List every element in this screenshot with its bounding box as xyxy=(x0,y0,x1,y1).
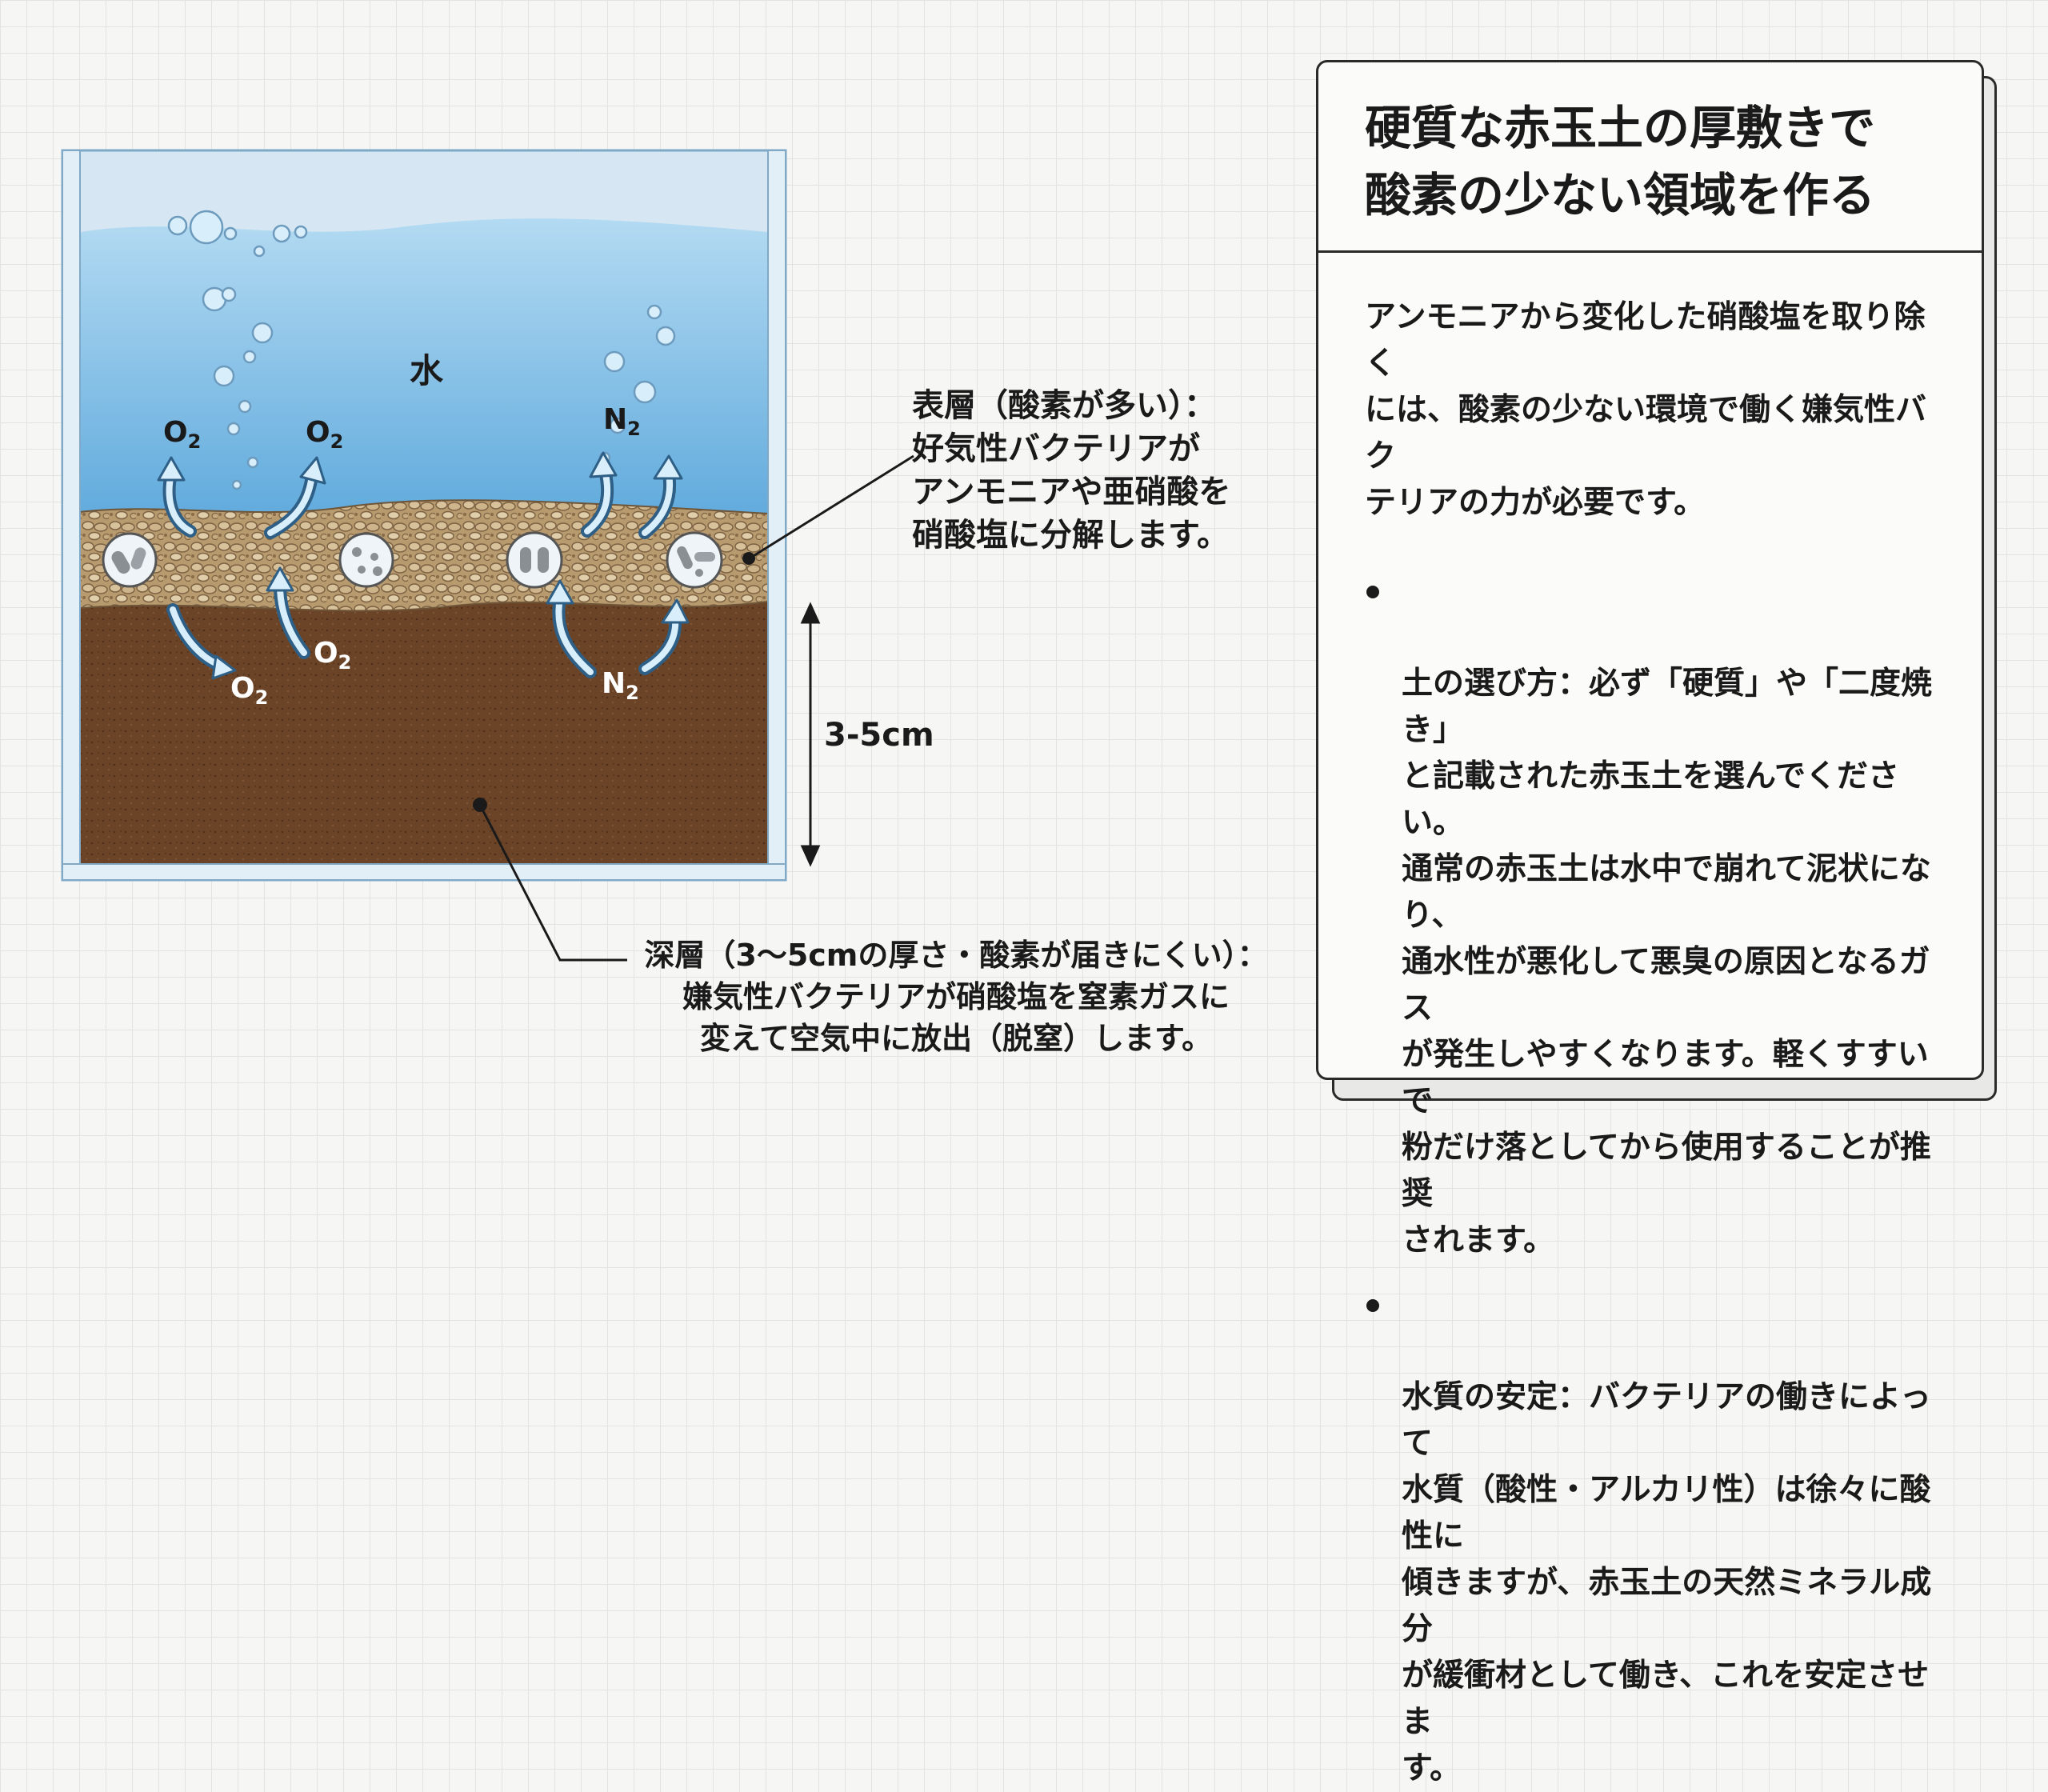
gas-label-o2-up-right: O2 xyxy=(306,416,344,453)
thickness-label: 3-5cm xyxy=(824,717,934,754)
bacteria-group xyxy=(102,531,723,589)
surface-layer-callout: 表層（酸素が多い）： 好気性バクテリアが アンモニアや亜硝酸を 硝酸塩に分解しま… xyxy=(912,387,1231,554)
bullet-dot-icon xyxy=(1366,1299,1379,1312)
card-intro: アンモニアから変化した硝酸塩を取り除く には、酸素の少ない環境で働く嫌気性バク … xyxy=(1365,299,1927,521)
bacteria-icon-3 xyxy=(506,531,563,589)
water xyxy=(80,218,768,528)
bullet-soil-selection: 土の選び方：必ず「硬質」や「二度焼き」 と記載された赤玉土を選んでください。 通… xyxy=(1365,568,1950,1264)
tank-inner-wall-left xyxy=(62,150,81,881)
aquarium-diagram xyxy=(61,149,914,962)
gas-arrow-heads xyxy=(157,451,690,680)
card-title: 硬質な赤玉土の厚敷きで 酸素の少ない領域を作る xyxy=(1318,62,1982,253)
info-card: 硬質な赤玉土の厚敷きで 酸素の少ない領域を作る アンモニアから変化した硝酸塩を取… xyxy=(1316,60,1984,1786)
callout-leaders xyxy=(478,454,914,962)
bullet-dot-icon xyxy=(1366,586,1379,598)
deep-layer-callout: 深層（3〜5cmの厚さ・酸素が届きにくい）： 嫌気性バクテリアが硝酸塩を窒素ガス… xyxy=(644,938,1268,1056)
card-body: アンモニアから変化した硝酸塩を取り除く には、酸素の少ない環境で働く嫌気性バク … xyxy=(1318,253,1982,1792)
bacteria-icon-2 xyxy=(338,532,394,588)
gas-label-n2-up: N2 xyxy=(603,403,641,440)
gas-label-o2-up-left: O2 xyxy=(163,416,202,453)
bubbles xyxy=(167,210,676,490)
bacteria-icon-4 xyxy=(666,531,723,589)
deep-callout-dot xyxy=(473,798,487,812)
water-label: 水 xyxy=(410,351,444,390)
bullet-text: 水質の安定：バクテリアの働きによって 水質（酸性・アルカリ性）は徐々に酸性に 傾… xyxy=(1402,1379,1932,1786)
gas-label-o2-down-right: O2 xyxy=(314,637,352,674)
bacteria-icon-1 xyxy=(102,532,158,588)
bullet-water-stability: 水質の安定：バクテリアの働きによって 水質（酸性・アルカリ性）は徐々に酸性に 傾… xyxy=(1365,1282,1950,1792)
tank-inner-wall-right xyxy=(767,150,786,881)
gas-label-o2-down-left: O2 xyxy=(230,672,269,709)
gas-label-n2-down: N2 xyxy=(602,667,639,704)
surface-callout-dot xyxy=(742,552,755,565)
tank-bottom xyxy=(62,863,786,881)
thickness-dimension-arrow xyxy=(800,602,821,867)
bullet-text: 土の選び方：必ず「硬質」や「二度焼き」 と記載された赤玉土を選んでください。 通… xyxy=(1402,666,1933,1258)
